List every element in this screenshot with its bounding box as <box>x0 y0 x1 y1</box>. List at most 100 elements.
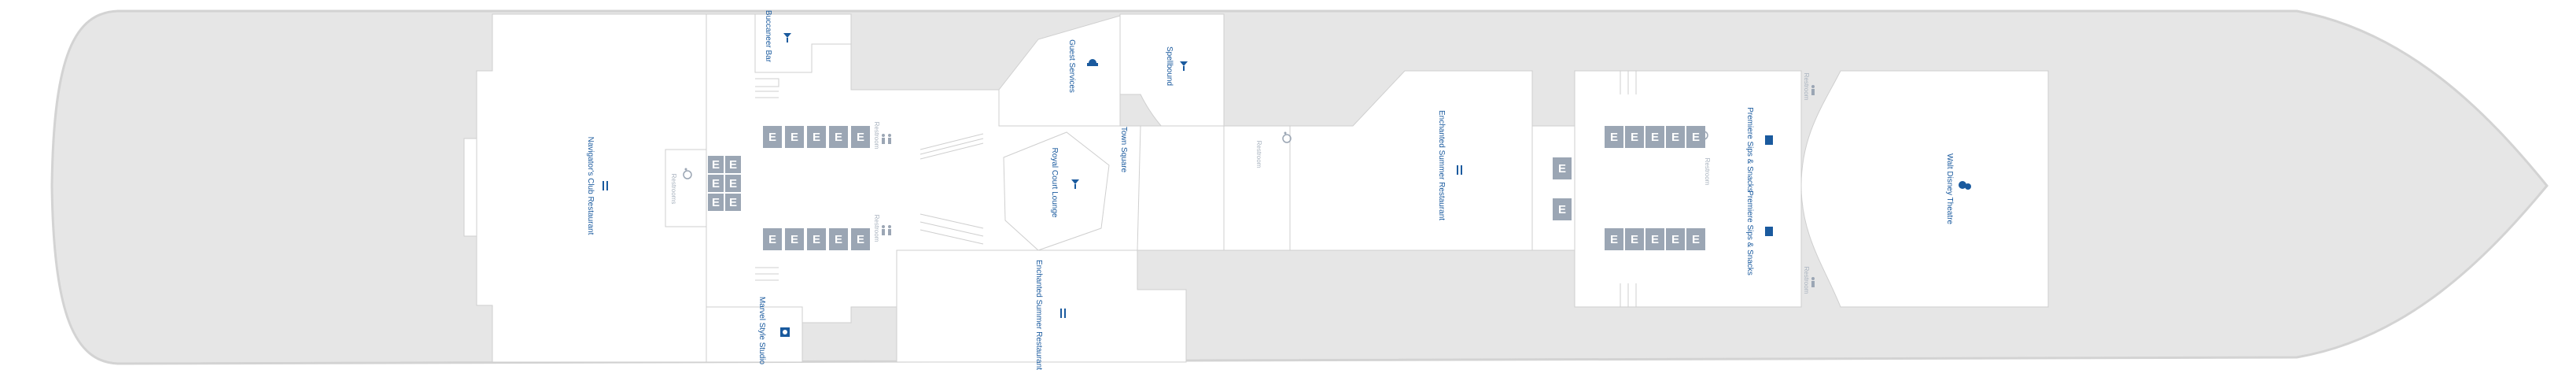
elevator-tile[interactable] <box>725 194 741 211</box>
elevator-tile[interactable] <box>1605 126 1623 148</box>
restroom-label-center: Restroom <box>1704 158 1711 186</box>
restroom-area-mid <box>1223 125 1291 251</box>
elevator-tile[interactable] <box>1645 228 1664 250</box>
spellbound-label: Spellbound <box>1165 46 1174 86</box>
elevator-label: E <box>1671 233 1679 246</box>
elevator-tile[interactable] <box>807 228 826 250</box>
elevator-label: E <box>790 233 798 246</box>
elevator-tile[interactable] <box>785 126 804 148</box>
fork-knife-icon <box>1457 165 1462 175</box>
elevator-tile[interactable] <box>763 126 782 148</box>
elevator-bank-center <box>1553 157 1572 220</box>
walt-disney-theatre-room[interactable] <box>1800 70 2049 308</box>
premiere-bottom-label: Premiere Sips & Snacks <box>1745 190 1754 275</box>
restroom-label-upper-left: Restroom <box>873 122 880 150</box>
enchanted-summer-lower-room[interactable] <box>896 249 1187 363</box>
elevator-label: E <box>857 131 864 144</box>
enchanted-summer-main-room[interactable] <box>1289 70 1533 251</box>
elevator-label: E <box>835 233 842 246</box>
walt-disney-theatre-label: Walt Disney Theatre <box>1945 153 1954 224</box>
elevator-label: E <box>768 131 776 144</box>
elevator-tile[interactable] <box>708 156 724 173</box>
elevator-bay-center <box>1531 125 1575 251</box>
elevator-tile[interactable] <box>829 228 848 250</box>
portrait-icon <box>780 327 790 337</box>
fork-knife-icon <box>1060 309 1066 318</box>
enchanted-summer-main-label: Enchanted Summer Restaurant <box>1437 110 1446 220</box>
elevator-label: E <box>729 177 737 190</box>
elevator-tile[interactable] <box>1605 228 1623 250</box>
premiere-top-label: Premiere Sips & Snacks <box>1745 107 1754 192</box>
restroom-label-upper-right: Restroom <box>1803 73 1810 101</box>
elevator-tile[interactable] <box>708 175 724 192</box>
elevator-label: E <box>813 233 820 246</box>
theatre-masks-icon <box>1959 181 1971 190</box>
elevator-label: E <box>1692 131 1700 144</box>
elevator-tile[interactable] <box>807 126 826 148</box>
elevator-tile[interactable] <box>1666 228 1685 250</box>
wheelchair-icon <box>1699 128 1708 140</box>
elevator-tile[interactable] <box>1686 228 1705 250</box>
premiere-lobby <box>1574 70 1802 308</box>
restroom-people-icon <box>1811 85 1815 95</box>
buccaneer-bar-label: Buccaneer Bar <box>764 10 772 63</box>
royal-court-lounge-room[interactable] <box>1003 131 1110 251</box>
elevator-tile[interactable] <box>763 228 782 250</box>
elevator-bank-lower-left <box>763 228 870 250</box>
elevator-label: E <box>712 196 720 209</box>
cocktail-glass-icon <box>1071 179 1079 189</box>
elevator-tile[interactable] <box>725 156 741 173</box>
elevator-tile[interactable] <box>851 228 870 250</box>
elevator-label: E <box>712 177 720 190</box>
elevator-tile[interactable] <box>829 126 848 148</box>
elevator-bank-upper-left <box>763 126 870 148</box>
elevator-label: E <box>1610 233 1618 246</box>
drink-cup-icon <box>1765 135 1773 145</box>
cocktail-glass-icon <box>1180 61 1188 71</box>
fork-knife-icon <box>603 181 608 190</box>
elevator-tile[interactable] <box>1625 126 1644 148</box>
elevator-label: E <box>1631 233 1638 246</box>
elevator-tile[interactable] <box>725 175 741 192</box>
navigators-club-label: Navigator's Club Restaurant <box>586 137 595 235</box>
royal-court-label: Royal Court Lounge <box>1050 148 1059 218</box>
stairs <box>755 71 1637 307</box>
wheelchair-icon <box>683 168 692 179</box>
restroom-label-lower-left: Restroom <box>873 215 880 242</box>
navigators-club-room[interactable] <box>463 13 707 363</box>
elevator-label: E <box>835 131 842 144</box>
restroom-label-lower-right: Restroom <box>1803 267 1810 294</box>
restroom-people-icon <box>882 134 891 144</box>
wheelchair-icon <box>1282 131 1292 143</box>
elevator-label: E <box>790 131 798 144</box>
elevator-tile[interactable] <box>1553 198 1572 220</box>
elevator-tile[interactable] <box>708 194 724 211</box>
drink-cup-icon <box>1765 227 1773 236</box>
elevator-bank-lower-right <box>1605 228 1705 250</box>
cocktail-glass-icon <box>783 33 791 43</box>
town-square-label: Town Square <box>1119 127 1128 173</box>
elevator-label: E <box>1671 131 1679 144</box>
elevator-bank-restrooms <box>708 156 741 211</box>
elevator-tile[interactable] <box>1666 126 1685 148</box>
elevator-label: E <box>712 158 720 172</box>
elevator-label: E <box>1558 162 1566 176</box>
desk-bell-icon <box>1087 59 1098 66</box>
elevator-tile[interactable] <box>1645 126 1664 148</box>
restroom-people-icon <box>1811 277 1815 287</box>
restrooms-label: Restrooms <box>670 174 677 205</box>
elevator-label: E <box>1692 233 1700 246</box>
elevator-label: E <box>768 233 776 246</box>
elevator-tile[interactable] <box>851 126 870 148</box>
elevator-tile[interactable] <box>1625 228 1644 250</box>
restroom-label-mid: Restroom <box>1255 141 1262 168</box>
marvel-studio-label: Marvel Style Studio <box>757 297 766 365</box>
restrooms-block <box>665 149 707 227</box>
marvel-studio-room[interactable] <box>706 306 803 363</box>
elevator-tile[interactable] <box>1553 157 1572 179</box>
elevator-label: E <box>1610 131 1618 144</box>
elevator-label: E <box>1651 131 1659 144</box>
elevator-tile[interactable] <box>785 228 804 250</box>
